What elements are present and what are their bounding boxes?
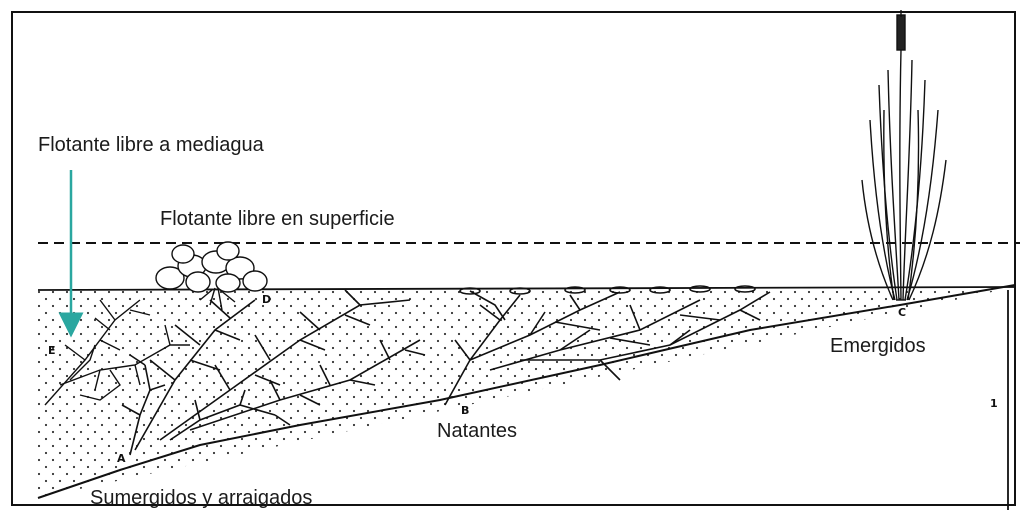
label-natantes: Natantes	[437, 420, 518, 442]
marker-a: A	[117, 452, 126, 465]
emergent-reed	[861, 10, 947, 301]
water-body	[38, 287, 1015, 498]
marker-depth: 1	[990, 397, 998, 410]
free-floating-midwater-plants	[44, 299, 190, 406]
marker-c: C	[898, 306, 907, 319]
label-emergidos: Emergidos	[830, 335, 926, 357]
label-sumergidos: Sumergidos y arraigados	[90, 487, 313, 509]
marker-d: D	[262, 293, 272, 306]
label-flotante-superficie: Flotante libre en superficie	[160, 208, 395, 230]
marker-b: B	[461, 404, 470, 417]
floating-rosette	[155, 241, 268, 311]
submerged-rooted-plants	[121, 289, 426, 456]
label-flotante-mediagua: Flotante libre a mediagua	[38, 134, 264, 156]
lake-bottom-line	[37, 284, 1016, 499]
diagram-frame	[11, 11, 1016, 506]
natant-plants	[444, 285, 771, 406]
marker-e: E	[48, 344, 56, 357]
